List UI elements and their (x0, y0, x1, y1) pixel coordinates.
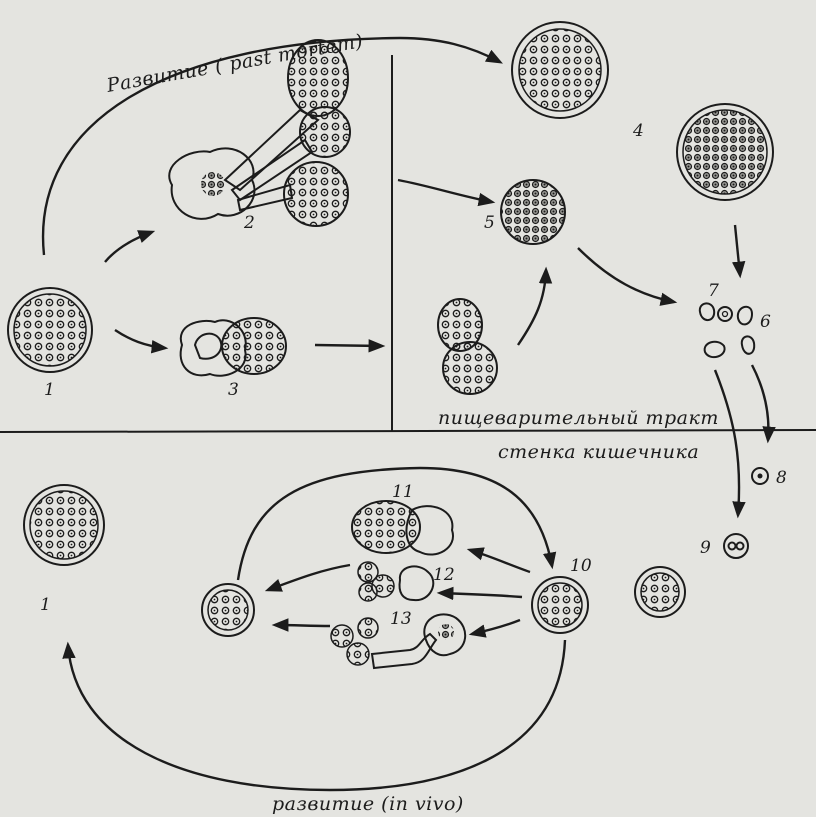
label-stage-1-top: 1 (44, 380, 55, 400)
label-stage-11: 11 (392, 482, 414, 502)
label-stage-1-bottom: 1 (40, 595, 51, 615)
cyst-stage-1-top (8, 288, 92, 372)
label-stage-4: 4 (632, 121, 644, 141)
excysting-stage-12 (358, 562, 433, 601)
caption-intestinal-wall: стенка кишечника (498, 441, 699, 463)
arrow-7-to-9 (715, 370, 739, 515)
arrow-5-to-7 (578, 248, 674, 302)
caption-digestive-tract: пищеварительный тракт (438, 407, 719, 429)
arrow-1-to-2 (105, 232, 152, 262)
arrow-6-to-8 (752, 365, 768, 440)
cyst-stage-4a (512, 22, 608, 118)
label-stage-10: 10 (570, 556, 592, 576)
caption-in-vivo: развитие (in vivo) (272, 793, 464, 815)
form-stage-9 (724, 534, 748, 558)
arrow-10-to-11 (470, 550, 530, 572)
form-stage-8 (752, 468, 768, 484)
small-forms-stage-6-7 (700, 303, 754, 357)
arrow-10-to-12 (440, 593, 522, 597)
arrow-3-to-digestive (315, 345, 382, 346)
label-stage-2: 2 (243, 213, 255, 233)
arrow-cluster-to-5 (518, 270, 546, 345)
label-stage-7: 7 (708, 281, 719, 301)
arrow-1-to-3 (115, 330, 165, 348)
label-stage-8: 8 (776, 468, 787, 488)
label-stage-12: 12 (433, 565, 455, 585)
excysting-stage-11 (352, 501, 453, 555)
cyst-stage-1-bottom (24, 485, 104, 565)
in-vivo-curve-arrow (68, 640, 565, 790)
label-stage-6: 6 (760, 312, 771, 332)
horizontal-divider (0, 430, 816, 432)
arrow-13-to-cyst (275, 625, 330, 626)
arrow-10-to-13 (472, 620, 520, 634)
cell-mass-stage-5 (501, 180, 565, 244)
excysting-stage-3 (181, 318, 286, 376)
label-stage-13: 13 (390, 609, 412, 629)
label-stage-5: 5 (484, 213, 495, 233)
cyst-free-right (635, 567, 685, 617)
arrow-4-to-6 (735, 225, 740, 275)
cyst-stage-10 (532, 577, 588, 633)
cell-cluster-digestive (438, 299, 497, 394)
label-stage-9: 9 (700, 538, 711, 558)
label-stage-3: 3 (228, 380, 239, 400)
cyst-center-left (202, 584, 254, 636)
post-mortem-curve-arrow (43, 38, 500, 255)
cyst-stage-4b (677, 104, 773, 200)
arrow-11-12-to-cyst (268, 565, 350, 590)
arrow-to-stage-5 (398, 180, 492, 202)
